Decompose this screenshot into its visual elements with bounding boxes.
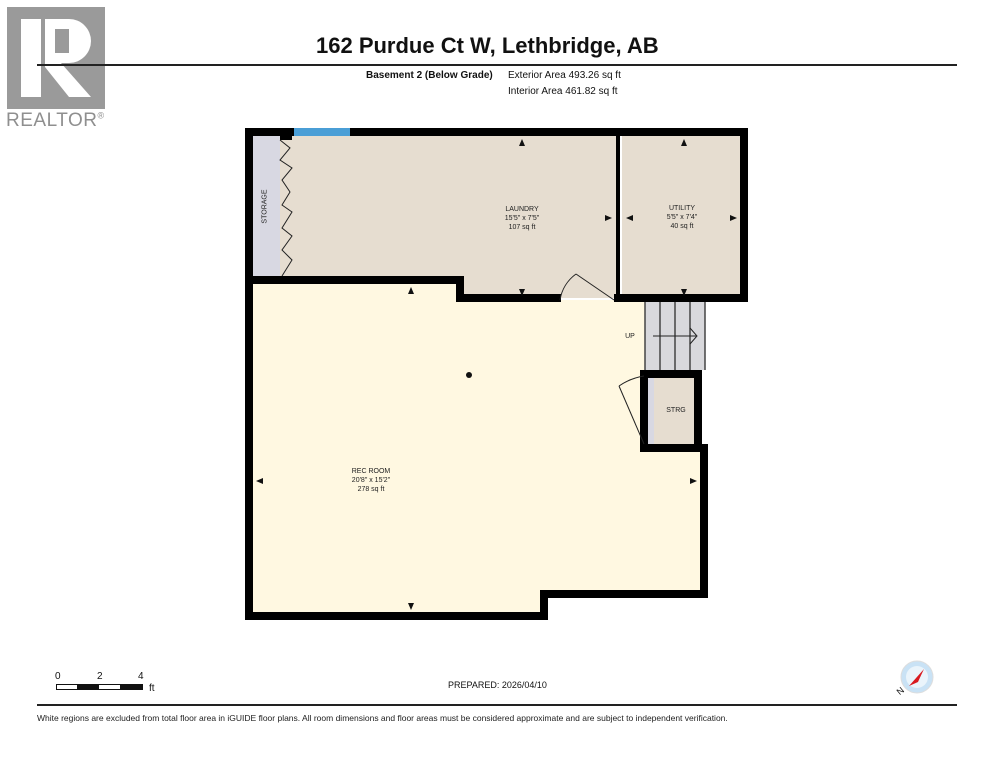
- disclaimer-text: White regions are excluded from total fl…: [37, 713, 728, 723]
- prepared-date: PREPARED: 2026/04/10: [448, 680, 547, 690]
- rec-room-fill: [252, 284, 700, 614]
- room-strg: STRG: [666, 407, 686, 414]
- realtor-r-icon: [21, 19, 91, 97]
- utility-fill: [622, 136, 740, 298]
- compass-icon: [900, 660, 934, 694]
- scale-bar: [56, 684, 143, 690]
- scale-tick-0: 0: [55, 671, 61, 682]
- realtor-logo: [7, 7, 105, 109]
- exterior-area: Exterior Area 493.26 sq ft: [508, 70, 621, 81]
- stairs-label: UP: [625, 333, 635, 340]
- interior-area: Interior Area 461.82 sq ft: [508, 86, 618, 97]
- footer-divider: [37, 704, 957, 706]
- storage-fill: [252, 136, 280, 282]
- scale-tick-2: 2: [97, 671, 103, 682]
- scale-unit: ft: [149, 683, 155, 694]
- page-title: 162 Purdue Ct W, Lethbridge, AB: [316, 33, 659, 58]
- header-divider: [37, 64, 957, 66]
- floor-name: Basement 2 (Below Grade): [366, 70, 493, 81]
- scale-tick-4: 4: [138, 671, 144, 682]
- window: [294, 128, 350, 136]
- realtor-wordmark: REALTOR®: [6, 110, 105, 131]
- room-storage: STORAGE: [261, 189, 269, 224]
- laundry-fill: [252, 136, 618, 284]
